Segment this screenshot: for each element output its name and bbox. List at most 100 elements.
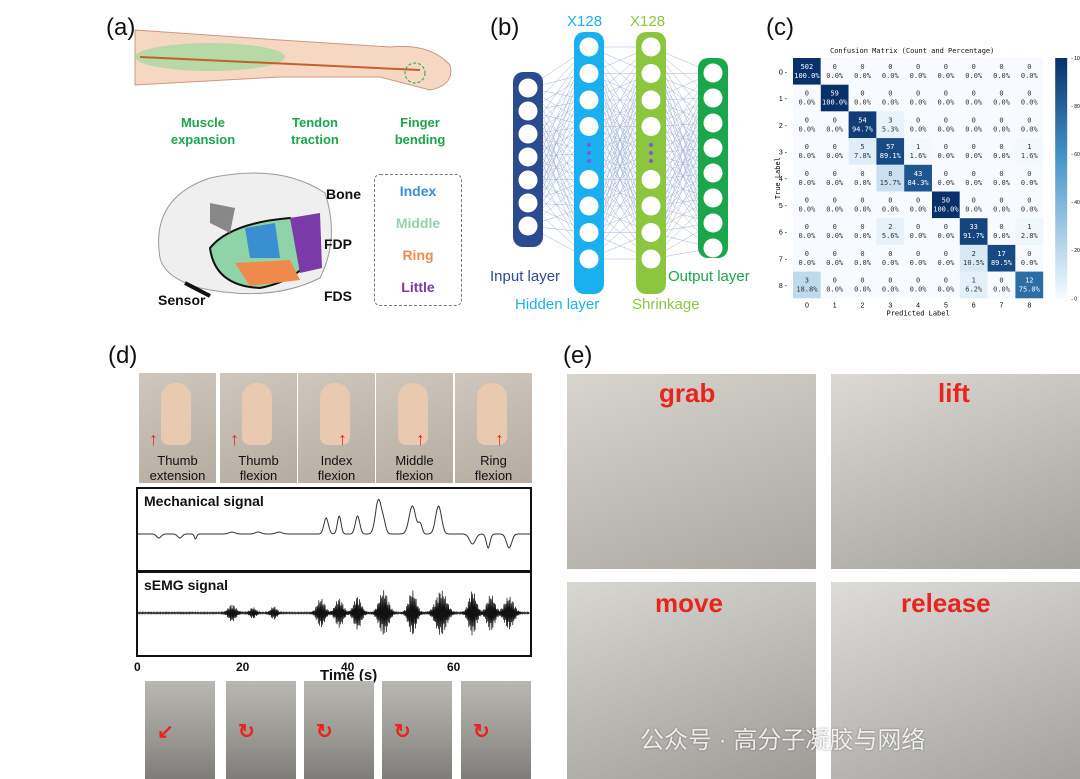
cm-percent: 0.0% bbox=[910, 206, 928, 214]
cm-percent: 0.0% bbox=[854, 179, 872, 187]
robot-hand-photo: ↻ bbox=[304, 681, 374, 779]
cm-cell bbox=[793, 58, 821, 85]
colorbar-tick: - 40 bbox=[1071, 200, 1080, 206]
cm-count: 33 bbox=[969, 223, 977, 231]
cm-percent: 0.0% bbox=[882, 72, 900, 80]
cm-percent: 0.0% bbox=[798, 232, 816, 240]
cm-cell bbox=[848, 191, 877, 219]
neuron-node bbox=[703, 113, 723, 133]
cm-cell bbox=[793, 84, 821, 112]
cm-cell bbox=[1015, 218, 1044, 245]
cm-count: 0 bbox=[1027, 250, 1031, 258]
hand-shape bbox=[161, 383, 191, 445]
cm-cell bbox=[820, 58, 849, 85]
cm-cell bbox=[987, 111, 1016, 139]
cm-count: 0 bbox=[860, 277, 864, 285]
robot-hand-photo: ↻ bbox=[382, 681, 452, 779]
neuron-node bbox=[518, 147, 538, 167]
cm-percent: 0.0% bbox=[1021, 206, 1039, 214]
red-arrow-icon: ↑ bbox=[495, 429, 504, 449]
cm-cell bbox=[876, 84, 905, 112]
gesture-photo: ↑Middle flexion bbox=[376, 373, 453, 483]
cm-count: 0 bbox=[999, 143, 1003, 151]
cm-count: 0 bbox=[999, 197, 1003, 205]
cm-cell bbox=[1015, 58, 1044, 85]
cm-cell bbox=[1015, 111, 1044, 139]
cm-percent: 5.3% bbox=[882, 125, 900, 133]
neuron-node bbox=[703, 63, 723, 83]
cm-cell bbox=[932, 164, 960, 192]
cm-count: 0 bbox=[1027, 63, 1031, 71]
cm-percent: 0.0% bbox=[882, 206, 900, 214]
cm-percent: 0.0% bbox=[854, 259, 872, 267]
cm-percent: 0.0% bbox=[854, 232, 872, 240]
cm-percent: 0.0% bbox=[937, 179, 955, 187]
neuron-node bbox=[703, 138, 723, 158]
cm-count: 0 bbox=[860, 63, 864, 71]
cm-count: 0 bbox=[888, 90, 892, 98]
cm-count: 0 bbox=[944, 277, 948, 285]
cm-percent: 0.0% bbox=[910, 286, 928, 294]
semg-trace bbox=[138, 590, 530, 636]
cm-cell bbox=[1015, 191, 1044, 219]
confusion-matrix: 502100.0%00.0%00.0%00.0%00.0%00.0%00.0%0… bbox=[774, 56, 1080, 317]
cm-count: 0 bbox=[944, 63, 948, 71]
cm-cell bbox=[904, 271, 932, 299]
x-tick-label: 2 bbox=[861, 302, 865, 309]
cm-cell bbox=[793, 191, 821, 219]
cm-count: 0 bbox=[860, 197, 864, 205]
cm-cell bbox=[904, 164, 932, 192]
label-sensor: Sensor bbox=[158, 292, 206, 308]
cm-percent: 15.7% bbox=[880, 179, 902, 187]
cm-percent: 0.0% bbox=[910, 99, 928, 107]
step-muscle-expansion: Muscle expansion bbox=[170, 115, 236, 147]
cm-percent: 0.0% bbox=[965, 179, 983, 187]
cm-cell bbox=[793, 138, 821, 165]
ellipsis-dot bbox=[649, 151, 653, 155]
cm-cell bbox=[932, 111, 960, 139]
neuron-node bbox=[579, 37, 599, 57]
cm-cell bbox=[959, 271, 988, 299]
x-tick-label: 1 bbox=[833, 302, 837, 309]
cm-percent: 100.0% bbox=[933, 206, 959, 214]
colorbar-tick: - 80 bbox=[1071, 104, 1080, 110]
cm-count: 0 bbox=[999, 116, 1003, 124]
rotation-arrow-icon: ↻ bbox=[394, 721, 411, 743]
x-tick-60: 60 bbox=[447, 660, 461, 674]
cm-percent: 0.0% bbox=[798, 152, 816, 160]
gesture-label: Thumb flexion bbox=[238, 453, 279, 483]
mechanical-signal-plot: Mechanical signal bbox=[136, 487, 532, 572]
cm-count: 0 bbox=[805, 223, 809, 231]
cm-count: 1 bbox=[972, 277, 976, 285]
neuron-node bbox=[579, 223, 599, 242]
cm-cell bbox=[1015, 84, 1044, 112]
cm-count: 0 bbox=[972, 116, 976, 124]
cm-percent: 89.1% bbox=[880, 152, 902, 160]
robot-hand-photo: ↙ bbox=[145, 681, 215, 779]
cm-cell bbox=[820, 191, 849, 219]
neuron-node bbox=[641, 170, 661, 189]
cm-count: 0 bbox=[1027, 90, 1031, 98]
cm-cell bbox=[820, 84, 849, 112]
ellipsis-dot bbox=[587, 159, 591, 163]
cm-cell bbox=[932, 191, 960, 219]
red-arrow-icon: ↑ bbox=[230, 429, 239, 449]
hand-shape bbox=[477, 383, 507, 445]
legend-ring: Ring bbox=[402, 247, 434, 263]
cm-percent: 0.0% bbox=[1021, 72, 1039, 80]
x-axis-label: Time (s) bbox=[320, 667, 378, 684]
cm-count: 43 bbox=[914, 170, 922, 178]
cm-count: 0 bbox=[944, 116, 948, 124]
cm-cell bbox=[848, 111, 877, 139]
cm-percent: 0.0% bbox=[993, 125, 1011, 133]
cm-count: 0 bbox=[972, 63, 976, 71]
cm-count: 0 bbox=[805, 116, 809, 124]
hand-shape bbox=[320, 383, 350, 445]
cm-percent: 0.0% bbox=[937, 286, 955, 294]
colorbar-tick: - 100 bbox=[1071, 56, 1080, 62]
cm-count: 0 bbox=[805, 197, 809, 205]
cm-percent: 0.0% bbox=[937, 125, 955, 133]
cross-section-diagram bbox=[158, 172, 332, 298]
gesture-label: Thumb extension bbox=[149, 453, 206, 483]
cm-percent: 0.0% bbox=[1021, 179, 1039, 187]
